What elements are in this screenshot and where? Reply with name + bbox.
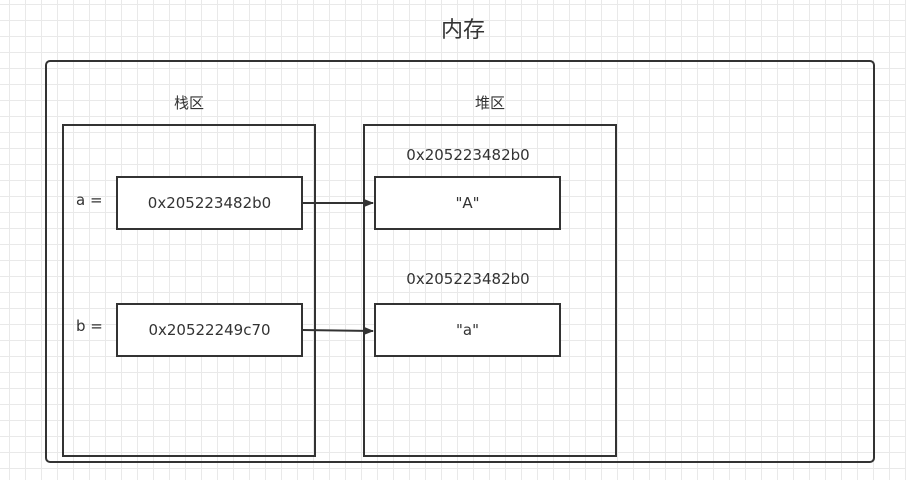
memory-container bbox=[45, 60, 875, 463]
heap-object-2-value-cell: "a" bbox=[374, 303, 561, 357]
variable-a-address-cell: 0x205223482b0 bbox=[116, 176, 303, 230]
heap-object-2-address: 0x205223482b0 bbox=[406, 270, 530, 288]
stack-region bbox=[62, 124, 316, 457]
heap-object-1-value-cell: "A" bbox=[374, 176, 561, 230]
heap-region-label: 堆区 bbox=[474, 94, 505, 112]
variable-a-label: a = bbox=[76, 191, 103, 209]
diagram-title: 内存 bbox=[440, 18, 485, 43]
heap-object-1-address: 0x205223482b0 bbox=[406, 146, 530, 164]
variable-b-label: b = bbox=[76, 317, 103, 335]
variable-b-address-cell: 0x20522249c70 bbox=[116, 303, 303, 357]
stack-region-label: 栈区 bbox=[173, 94, 204, 112]
heap-region bbox=[363, 124, 617, 457]
